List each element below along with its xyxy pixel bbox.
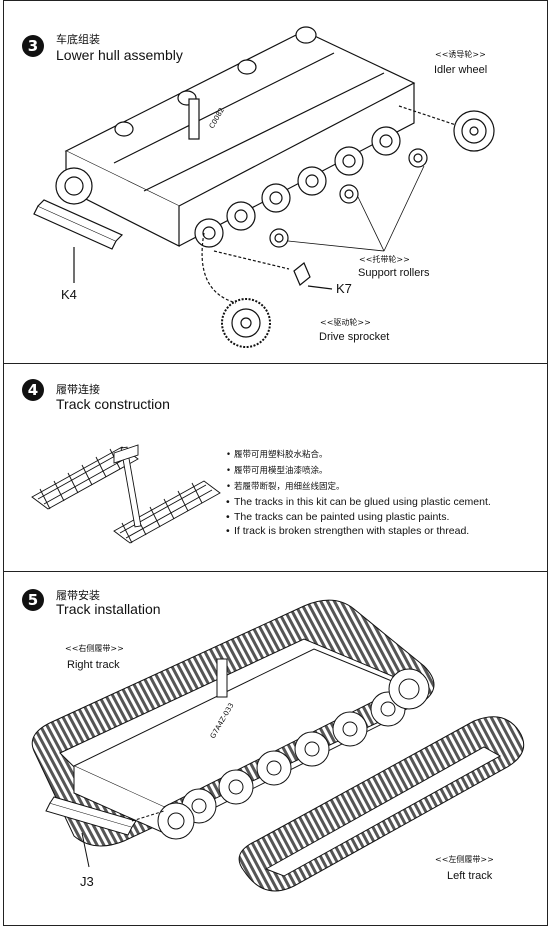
note-en-1: •The tracks in this kit can be glued usi… <box>226 496 491 508</box>
idler-wheel-label: Idler wheel <box>434 64 488 76</box>
drive-sprocket-label: Drive sprocket <box>319 331 390 343</box>
step-title-en: Track installation <box>56 601 161 617</box>
step-3-section: 3 车底组装 Lower hull assembly <box>4 1 547 364</box>
track-installation-diagram: G7A4Z-033 <box>31 599 525 892</box>
step-title-cn: 履带连接 <box>56 383 100 396</box>
right-track-label-cn: <<右侧履带>> <box>65 644 124 653</box>
step-number-badge: 3 <box>22 35 44 57</box>
right-track-label: Right track <box>67 659 120 671</box>
left-track-label-cn: <<左侧履带>> <box>435 855 494 864</box>
part-j3-label: J3 <box>80 874 94 889</box>
note-en-3: •If track is broken strengthen with stap… <box>226 525 470 537</box>
step-title-en: Track construction <box>56 396 170 412</box>
step-number-badge: 5 <box>22 589 44 611</box>
note-cn-1: •履带可用塑料胶水粘合。 <box>226 450 328 460</box>
support-rollers-label-cn: <<托带轮>> <box>359 255 410 264</box>
track-links-diagram <box>31 444 221 544</box>
step-title-cn: 履带安装 <box>56 589 100 602</box>
part-k4-label: K4 <box>61 287 77 302</box>
track-notes: •履带可用塑料胶水粘合。 •履带可用模型油漆喷涂。 •若履带断裂，用细丝线固定。… <box>226 447 491 539</box>
idler-wheel-label-cn: <<诱导轮>> <box>435 50 486 59</box>
note-cn-2: •履带可用模型油漆喷涂。 <box>226 466 328 476</box>
drive-sprocket-label-cn: <<驱动轮>> <box>320 318 371 327</box>
note-cn-3: •若履带断裂，用细丝线固定。 <box>226 482 345 492</box>
step-number-badge: 4 <box>22 379 44 401</box>
part-k7-label: K7 <box>336 281 352 296</box>
lower-hull-diagram: C0082 <box>33 26 495 348</box>
step-5-section: 5 履带安装 Track installation <box>4 571 547 926</box>
note-en-2: •The tracks can be painted using plastic… <box>226 510 450 523</box>
instruction-page: 3 车底组装 Lower hull assembly <box>3 0 548 926</box>
support-rollers-label: Support rollers <box>358 267 430 279</box>
left-track-label: Left track <box>447 870 493 882</box>
step-4-section: 4 履带连接 Track construction •履带可用塑料胶水粘合。 •… <box>4 363 547 572</box>
step-title-cn: 车底组装 <box>56 33 100 46</box>
step-title-en: Lower hull assembly <box>56 47 183 63</box>
